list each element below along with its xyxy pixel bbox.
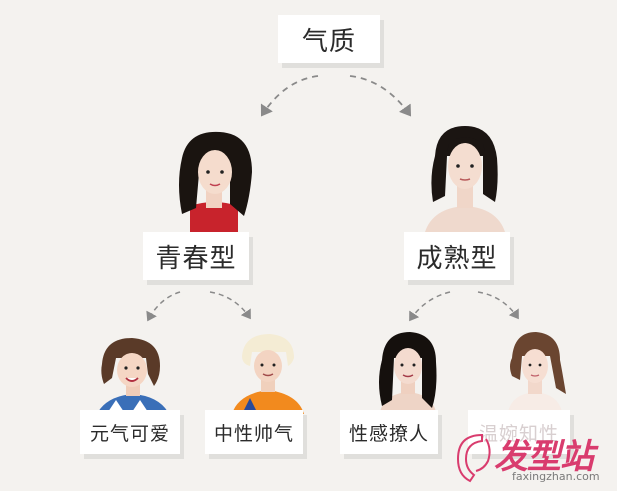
portrait-youthful — [160, 128, 268, 238]
arrow-youthful-to-neutral — [209, 291, 251, 320]
leaf-neutral: 中性帅气 — [205, 410, 303, 454]
arrow-root-to-youthful — [260, 75, 319, 117]
portrait-cute — [88, 334, 178, 412]
arrow-root-to-mature — [349, 75, 412, 117]
portrait-gentle — [500, 330, 570, 412]
watermark-logo: 发型站 faxingzhan.com — [452, 425, 617, 491]
branch-mature: 成熟型 — [404, 232, 510, 280]
portrait-neutral — [228, 332, 308, 414]
arrow-mature-to-gentle — [477, 291, 519, 320]
portrait-sexy — [370, 330, 446, 412]
arrow-mature-to-sexy — [409, 291, 451, 322]
leaf-cute: 元气可爱 — [80, 410, 180, 454]
portrait-mature — [415, 122, 515, 232]
leaf-sexy: 性感撩人 — [340, 410, 438, 454]
watermark-url: faxingzhan.com — [512, 470, 600, 483]
hair-silhouette-icon — [456, 433, 491, 483]
leaf-gentle: 温婉知性 — [468, 410, 570, 454]
arrow-youthful-to-cute — [146, 291, 181, 322]
watermark-brand: 发型站 — [494, 437, 594, 477]
root-node: 气质 — [278, 15, 380, 63]
branch-youthful: 青春型 — [143, 232, 249, 280]
